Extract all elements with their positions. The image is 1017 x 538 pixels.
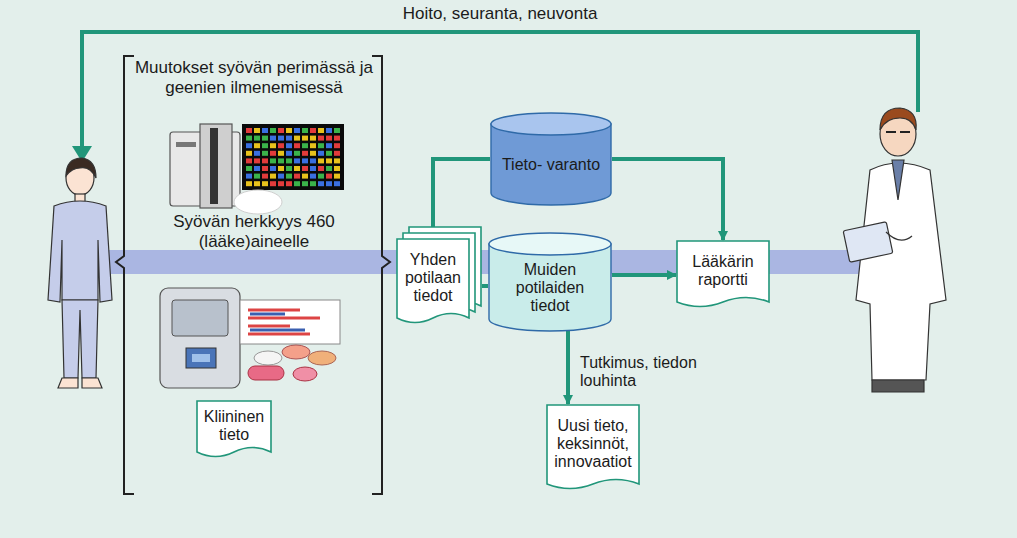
database-cylinder: Tieto- varanto <box>490 112 612 206</box>
doctor-figure <box>843 108 946 392</box>
flow-band <box>60 242 906 282</box>
left-bracket <box>116 56 134 494</box>
text-area: Tieto- varanto <box>496 138 606 192</box>
patient-figure <box>48 158 112 388</box>
section-label: Syövän herkkyys 460 (lääke)aineelle <box>130 212 378 251</box>
node-text: Kliininen tieto <box>201 408 267 444</box>
node-text: Lääkärin raportti <box>681 253 765 289</box>
database-cylinder: Muiden potilaiden tiedot <box>488 232 612 332</box>
document-box: Kliininen tieto <box>196 400 272 460</box>
loop-label: Hoito, seuranta, neuvonta <box>300 4 700 24</box>
section-label: Muutokset syövän perimässä ja geenien il… <box>130 58 378 97</box>
connector <box>433 159 490 228</box>
text-area: Muiden potilaiden tiedot <box>494 258 606 318</box>
connector <box>612 159 723 240</box>
right-bracket <box>372 56 390 494</box>
node-text: Yhden potilaan tiedot <box>401 251 465 305</box>
edge-label: Tutkimus, tiedon louhinta <box>578 354 700 390</box>
node-text: Tieto- varanto <box>502 156 600 174</box>
text-area: Kliininen tieto <box>201 406 267 446</box>
node-text: Uusi tieto, keksinnöt, innovaatiot <box>551 417 635 471</box>
text-area: Lääkärin raportti <box>681 246 765 296</box>
document-box: Uusi tieto, keksinnöt, innovaatiot <box>546 404 640 492</box>
connector <box>482 284 488 288</box>
text-area: Yhden potilaan tiedot <box>401 244 465 312</box>
document-box: Lääkärin raportti <box>676 240 770 310</box>
document-stack: Yhden potilaan tiedot <box>396 226 482 326</box>
text-area: Uusi tieto, keksinnöt, innovaatiot <box>551 410 635 478</box>
node-text: Muiden potilaiden tiedot <box>494 261 606 315</box>
connector <box>566 331 570 404</box>
connector <box>612 273 676 277</box>
screening-robot <box>160 288 340 388</box>
sequencer <box>170 124 344 214</box>
